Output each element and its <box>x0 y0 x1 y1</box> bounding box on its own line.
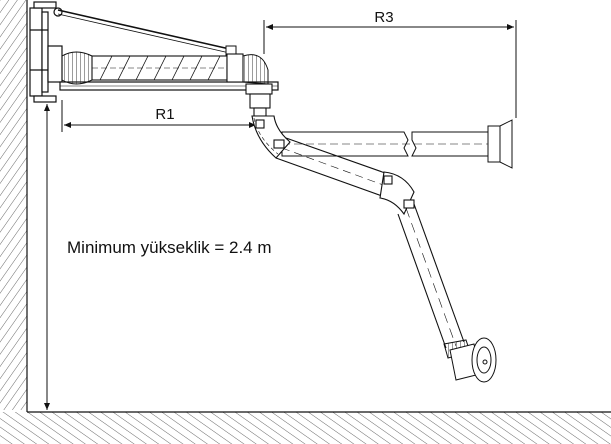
arm-joint-vertical <box>245 83 273 117</box>
arm-middle-joint <box>379 171 415 216</box>
dimension-r3 <box>263 20 517 118</box>
arm-final-tube <box>397 203 465 349</box>
label-r1: R1 <box>155 106 174 123</box>
support-beam <box>59 81 279 91</box>
label-min-height: Minimum yükseklik = 2.4 m <box>67 238 272 257</box>
arm-main-tube <box>91 53 244 83</box>
wall <box>0 0 28 412</box>
arm-bellows-rear <box>61 51 93 85</box>
label-r3: R3 <box>374 9 393 26</box>
support-rod <box>57 9 237 61</box>
arm-elbow-bellows <box>242 54 269 85</box>
arm-extended-outline <box>281 119 513 169</box>
arm-descending-tube <box>275 137 389 197</box>
arm-lower-elbow <box>251 115 291 159</box>
wall-bracket <box>29 1 63 103</box>
arm-end-hood <box>443 337 497 383</box>
floor <box>0 411 611 444</box>
dimension-r1 <box>61 100 256 132</box>
